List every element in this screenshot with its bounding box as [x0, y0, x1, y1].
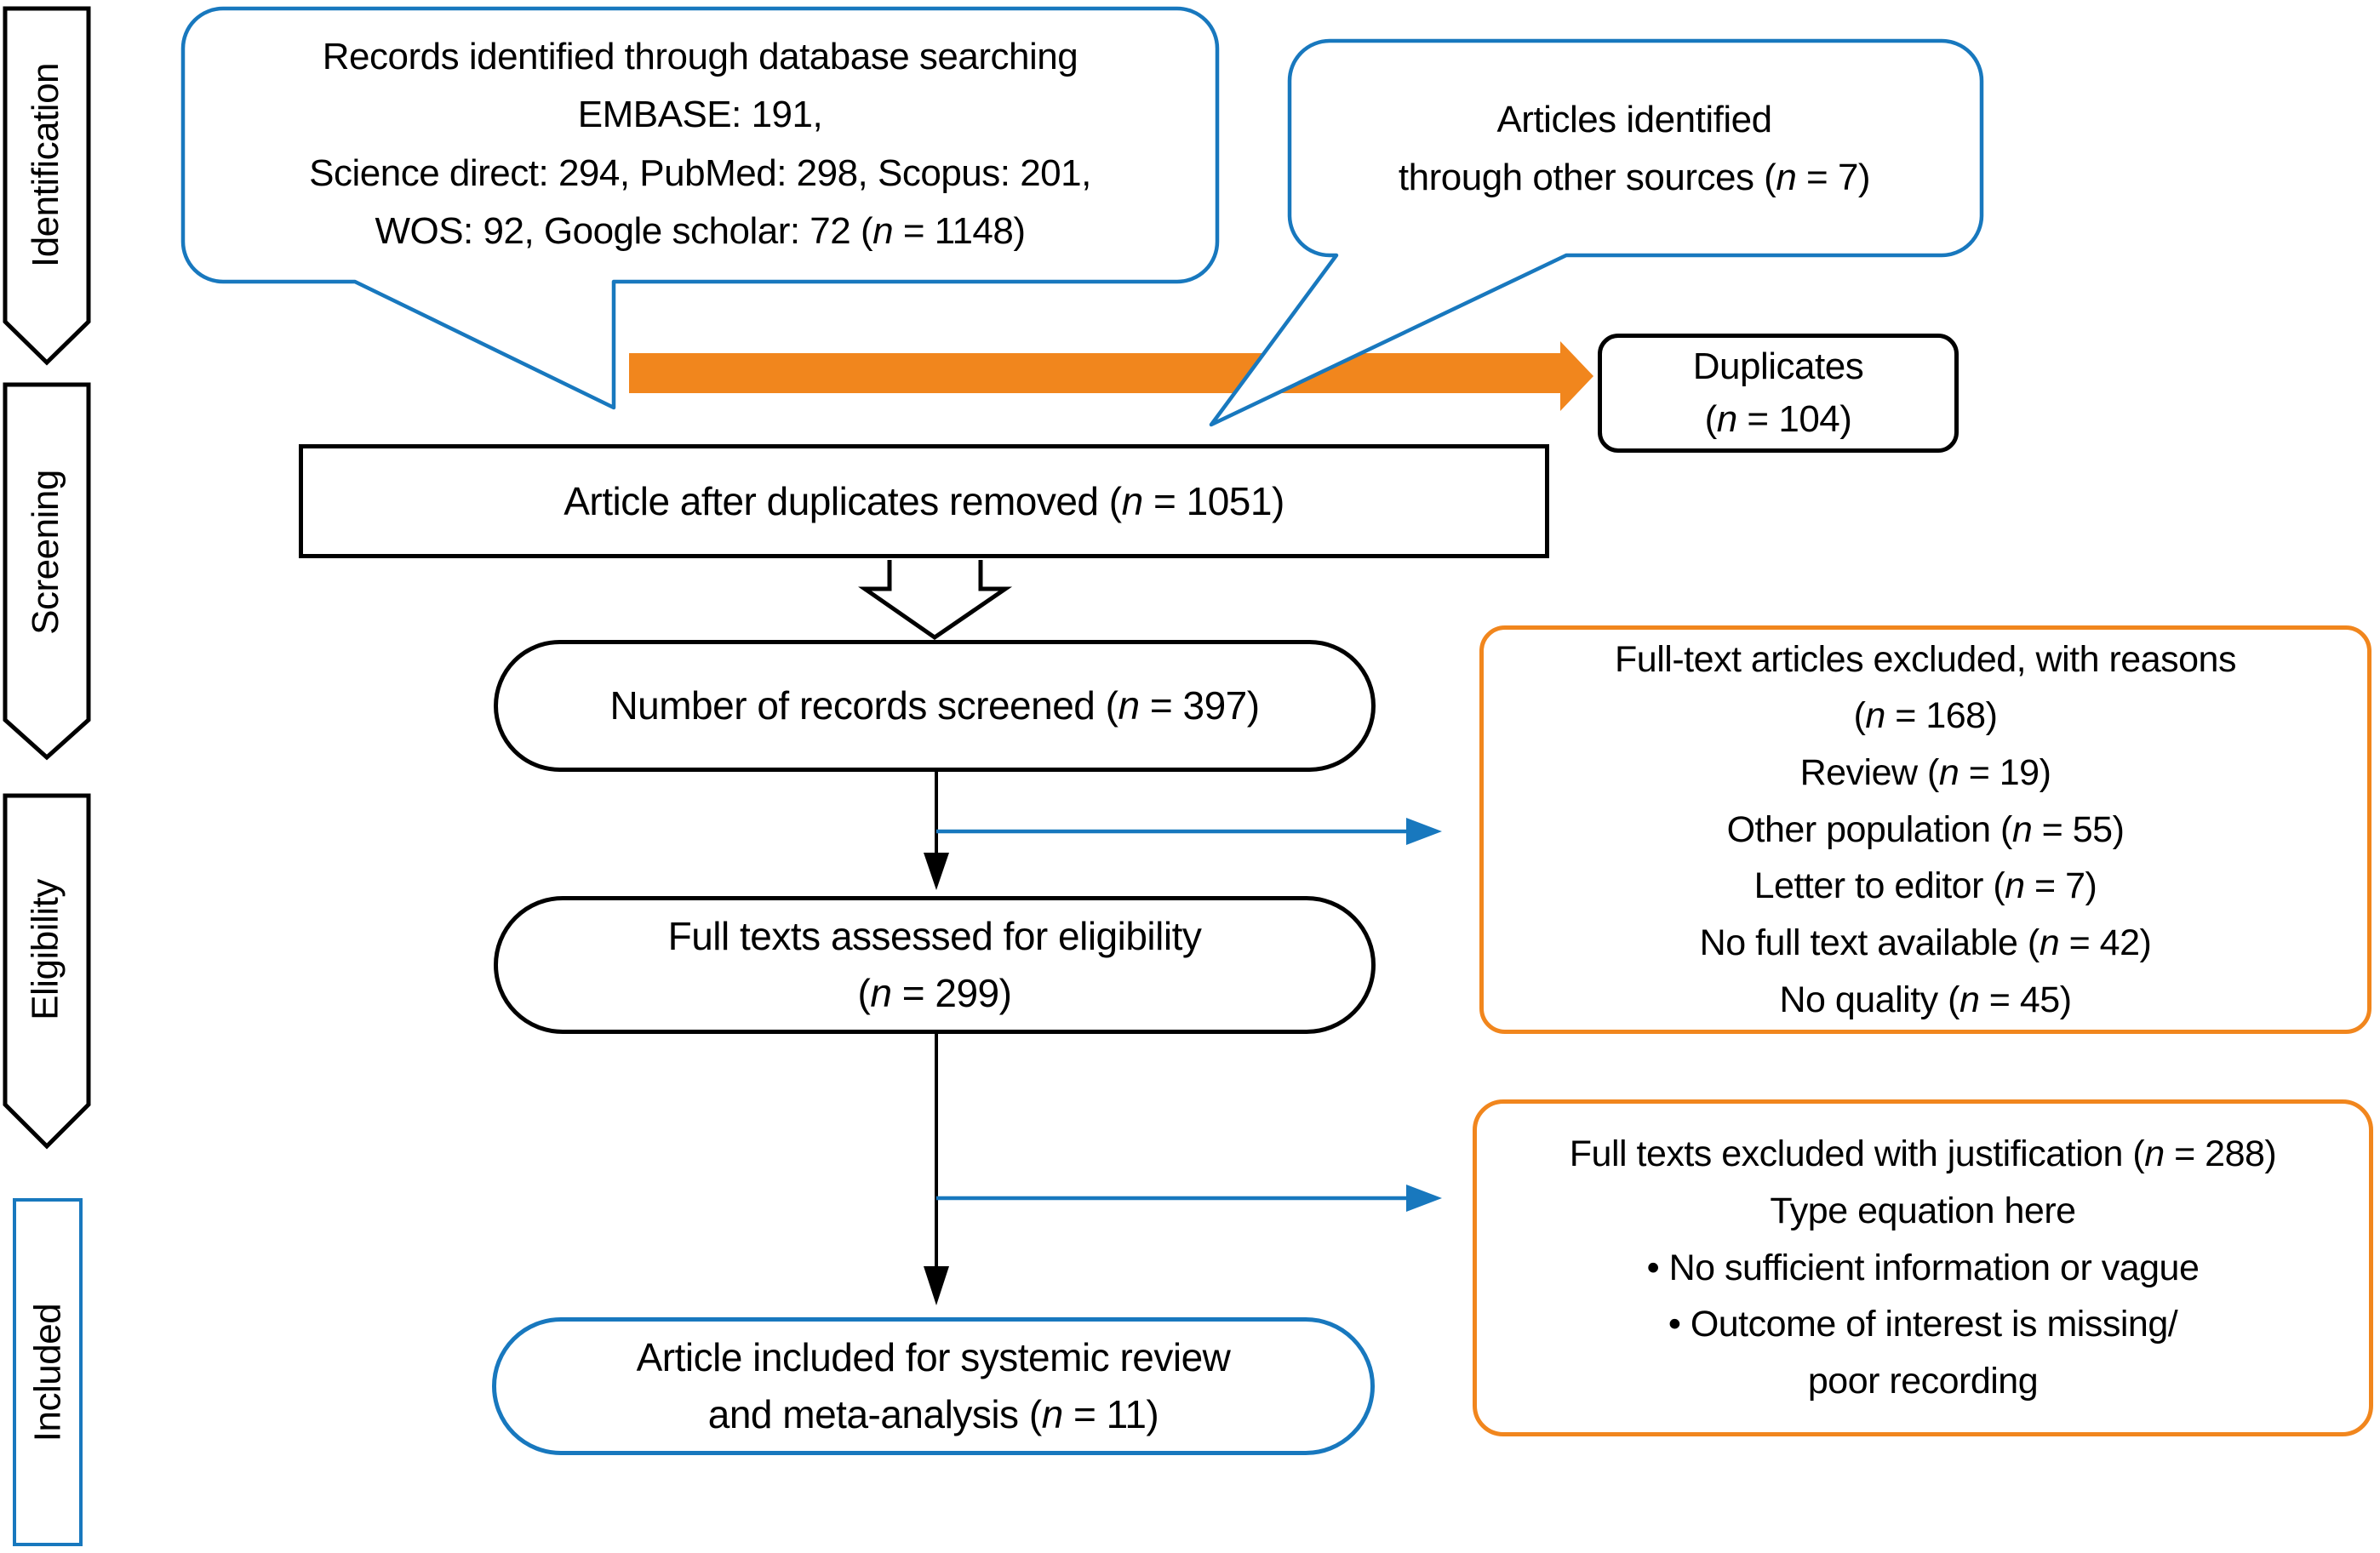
- sidebar-stage-identification: Identification: [2, 9, 90, 322]
- justification-excluded-box: Full texts excluded with justification (…: [1473, 1099, 2373, 1436]
- dedup-box-lines: Article after duplicates removed (n = 10…: [564, 478, 1284, 523]
- stage-label: Eligibility: [24, 879, 66, 1020]
- sidebar-stage-eligibility: Eligibility: [2, 796, 90, 1105]
- database-bubble-lines: Records identified through database sear…: [309, 36, 1091, 252]
- arrowhead-screened-to-eligibility: [924, 853, 949, 890]
- included-banner-shape: [13, 1198, 83, 1546]
- sidebar-stage-screening: Screening: [2, 385, 90, 720]
- arrowhead-eligibility-to-included: [924, 1266, 949, 1305]
- dedup-box: Article after duplicates removed (n = 10…: [299, 444, 1549, 558]
- fulltext-excluded-box: Full-text articles excluded, with reason…: [1479, 625, 2371, 1034]
- fulltext-excluded-lines: Full-text articles excluded, with reason…: [1615, 638, 2236, 1020]
- stage-label: Screening: [25, 470, 66, 635]
- stage-label: Included: [26, 1303, 69, 1442]
- block-down-arrow-icon: [858, 560, 1013, 641]
- eligibility-pill: Full texts assessed for eligibility(n = …: [494, 896, 1376, 1034]
- database-bubble-text: Records identified through database sear…: [204, 19, 1196, 270]
- eligibility-pill-lines: Full texts assessed for eligibility(n = …: [667, 914, 1202, 1015]
- duplicates-block-arrow-icon: [629, 341, 1593, 411]
- sidebar-stage-included: Included: [4, 1199, 93, 1547]
- arrowhead-to-fulltext-excluded: [1406, 818, 1442, 845]
- records-screened-lines: Number of records screened (n = 397): [609, 683, 1260, 728]
- justification-excluded-lines: Full texts excluded with justification (…: [1569, 1133, 2277, 1402]
- duplicates-box: Duplicates(n = 104): [1598, 334, 1959, 453]
- stage-label: Identification: [25, 62, 66, 268]
- records-screened-pill: Number of records screened (n = 397): [494, 640, 1376, 772]
- duplicates-box-lines: Duplicates(n = 104): [1692, 345, 1864, 440]
- arrowhead-to-justification-excluded: [1406, 1185, 1442, 1212]
